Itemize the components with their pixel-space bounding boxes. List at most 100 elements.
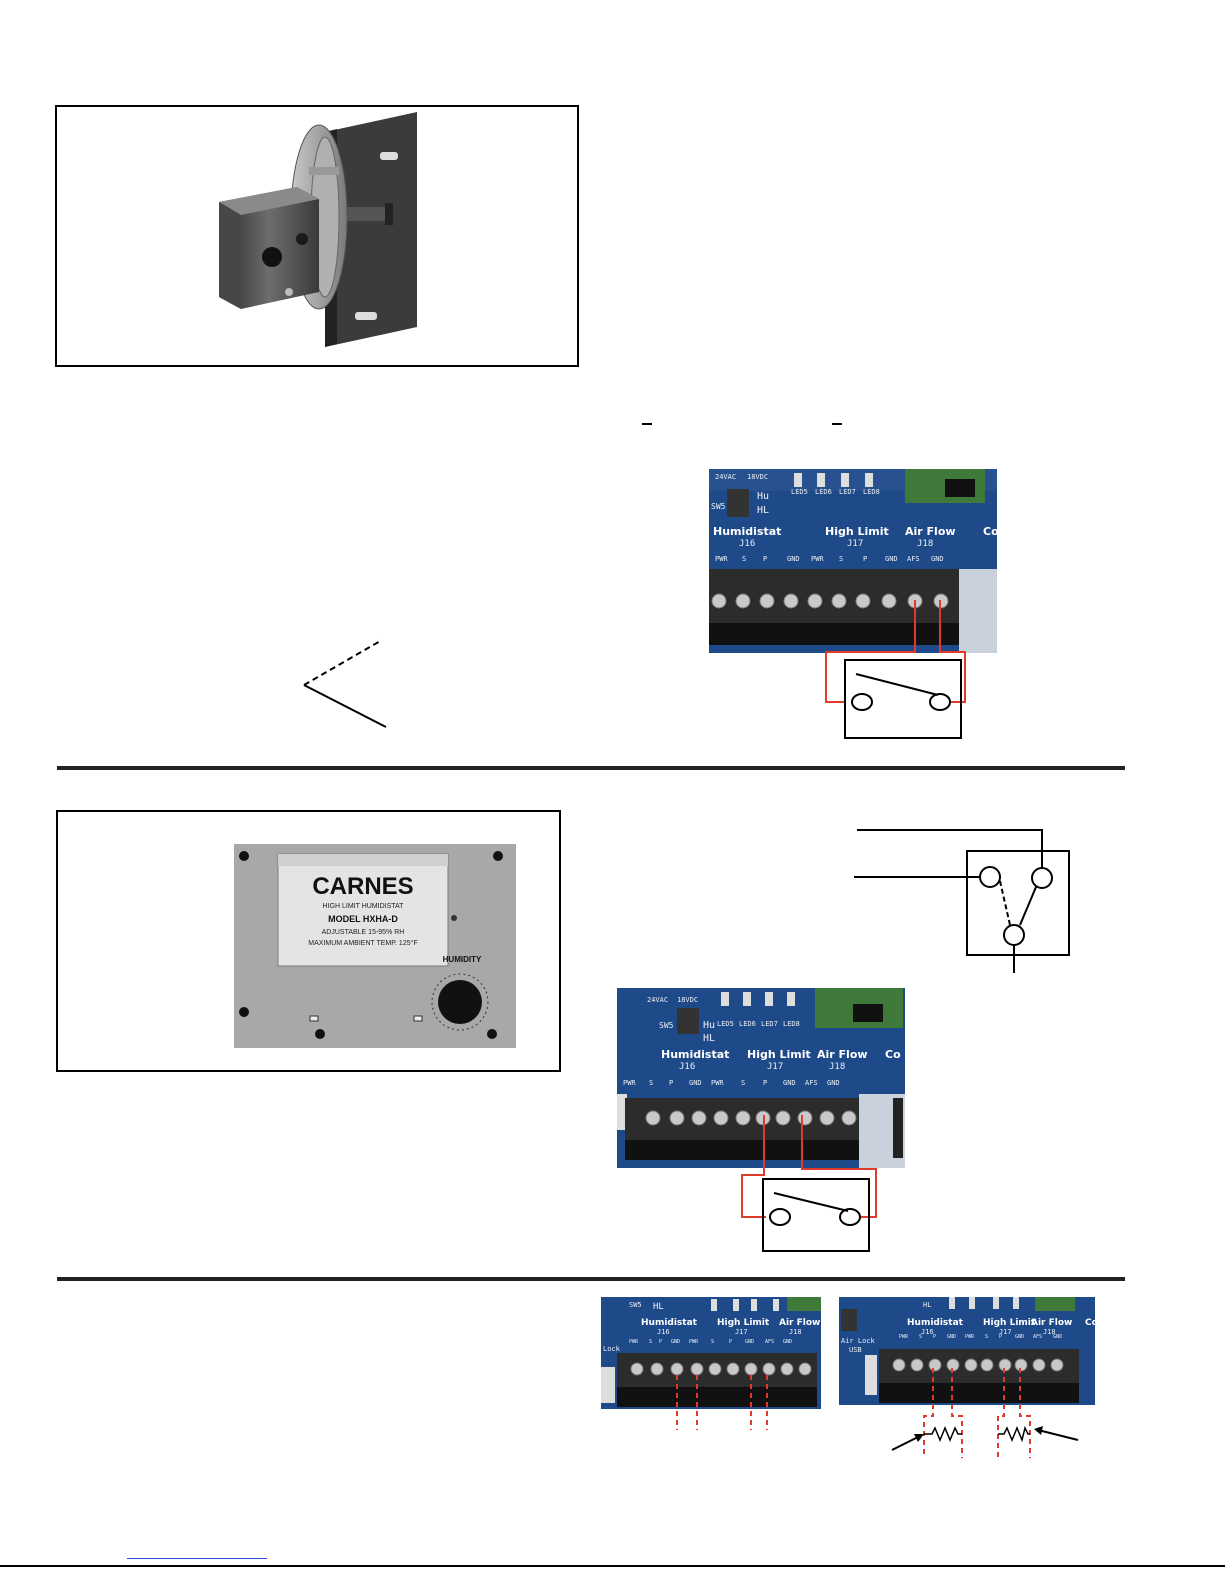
spdt-switch-diagram <box>854 829 1070 973</box>
svg-text:P: P <box>933 1334 936 1340</box>
svg-text:S: S <box>742 555 746 563</box>
svg-text:GND: GND <box>1015 1334 1024 1340</box>
svg-text:High Limit: High Limit <box>717 1318 770 1328</box>
svg-text:GND: GND <box>787 555 800 563</box>
svg-text:PWR: PWR <box>689 1339 699 1345</box>
svg-text:Hu: Hu <box>757 491 769 502</box>
svg-text:J17: J17 <box>999 1328 1012 1336</box>
control-board-airflow: 24VAC 18VDC SW5 Hu HL LED5 LED6 LED7 LED… <box>709 469 999 653</box>
svg-text:S: S <box>919 1334 922 1340</box>
svg-text:SW5: SW5 <box>659 1021 674 1030</box>
svg-text:AFS: AFS <box>765 1339 774 1345</box>
footer-link-underline[interactable] <box>127 1558 267 1559</box>
switch-action-symbol <box>303 639 387 728</box>
svg-text:PWR: PWR <box>711 1079 724 1087</box>
svg-text:GND: GND <box>671 1339 680 1345</box>
pressure-switch-icon <box>219 112 417 347</box>
svg-text:18VDC: 18VDC <box>677 996 698 1004</box>
svg-text:P: P <box>669 1079 673 1087</box>
svg-text:Humidistat: Humidistat <box>661 1048 729 1061</box>
svg-text:Lock: Lock <box>603 1345 621 1353</box>
svg-text:PWR: PWR <box>899 1334 909 1340</box>
svg-text:S: S <box>649 1339 652 1345</box>
highlimit-wiring-diagram <box>741 1115 877 1252</box>
svg-text:J18: J18 <box>1043 1328 1056 1336</box>
svg-text:LED5: LED5 <box>717 1020 734 1028</box>
section-divider <box>57 1277 1125 1281</box>
svg-text:LED8: LED8 <box>783 1020 800 1028</box>
svg-text:P: P <box>763 555 767 563</box>
svg-text:GND: GND <box>745 1339 754 1345</box>
svg-text:PWR: PWR <box>715 555 728 563</box>
svg-text:24VAC: 24VAC <box>715 473 736 481</box>
svg-text:LED7: LED7 <box>839 488 856 496</box>
svg-text:GND: GND <box>783 1339 792 1345</box>
svg-text:GND: GND <box>947 1334 956 1340</box>
svg-text:GND: GND <box>689 1079 702 1087</box>
svg-text:S: S <box>839 555 843 563</box>
jumper-dashed-lines <box>676 1375 768 1430</box>
svg-text:HL: HL <box>653 1302 664 1312</box>
svg-text:Co: Co <box>885 1048 901 1061</box>
svg-text:MAXIMUM AMBIENT TEMP. 125°F: MAXIMUM AMBIENT TEMP. 125°F <box>308 939 417 947</box>
svg-text:LED7: LED7 <box>761 1020 778 1028</box>
svg-text:PWR: PWR <box>629 1339 639 1345</box>
svg-text:AFS: AFS <box>805 1079 818 1087</box>
airflow-wiring-diagram <box>825 600 966 739</box>
svg-text:MODEL HXHA-D: MODEL HXHA-D <box>328 914 398 924</box>
svg-text:J16: J16 <box>679 1062 695 1072</box>
svg-text:J18: J18 <box>789 1328 802 1336</box>
airflow-switch-photo-frame <box>55 105 579 367</box>
svg-text:LED6: LED6 <box>815 488 832 496</box>
svg-text:P: P <box>659 1339 662 1345</box>
svg-text:AFS: AFS <box>1033 1334 1042 1340</box>
svg-text:Co: Co <box>1085 1318 1098 1328</box>
svg-text:Humidistat: Humidistat <box>907 1318 964 1328</box>
underscore-mark <box>832 423 842 425</box>
svg-text:AFS: AFS <box>907 555 920 563</box>
svg-text:Humidistat: Humidistat <box>713 525 781 538</box>
svg-text:PWR: PWR <box>623 1079 636 1087</box>
svg-text:S: S <box>741 1079 745 1087</box>
svg-text:J16: J16 <box>739 539 755 549</box>
svg-text:GND: GND <box>1053 1334 1062 1340</box>
svg-text:PWR: PWR <box>811 555 824 563</box>
svg-text:S: S <box>649 1079 653 1087</box>
svg-text:GND: GND <box>827 1079 840 1087</box>
svg-text:ADJUSTABLE 15-95% RH: ADJUSTABLE 15-95% RH <box>322 929 405 936</box>
svg-text:Air Flow: Air Flow <box>1031 1318 1072 1328</box>
control-board-jumpers: SW5 HL Humidistat J16 High Limit J17 Air… <box>601 1297 821 1409</box>
svg-text:LED6: LED6 <box>739 1020 756 1028</box>
svg-text:P: P <box>763 1079 767 1087</box>
footer-rule <box>0 1565 1225 1567</box>
svg-text:High Limit: High Limit <box>747 1048 811 1061</box>
svg-text:High Limit: High Limit <box>825 525 889 538</box>
svg-text:S: S <box>985 1334 988 1340</box>
svg-text:LED5: LED5 <box>791 488 808 496</box>
svg-text:Co: Co <box>983 525 999 538</box>
svg-text:SW5: SW5 <box>629 1301 642 1309</box>
svg-text:HIGH LIMIT HUMIDISTAT: HIGH LIMIT HUMIDISTAT <box>323 903 405 910</box>
svg-text:Air Flow: Air Flow <box>817 1048 868 1061</box>
svg-text:J17: J17 <box>735 1328 748 1336</box>
svg-text:USB: USB <box>849 1346 862 1354</box>
svg-text:High Limit: High Limit <box>983 1318 1036 1328</box>
svg-text:Humidistat: Humidistat <box>641 1318 698 1328</box>
svg-text:P: P <box>863 555 867 563</box>
svg-text:LED8: LED8 <box>863 488 880 496</box>
svg-text:SW5: SW5 <box>711 502 726 511</box>
svg-text:Hu: Hu <box>703 1020 715 1031</box>
svg-text:P: P <box>999 1334 1002 1340</box>
svg-text:HUMIDITY: HUMIDITY <box>443 955 482 964</box>
svg-text:GND: GND <box>931 555 944 563</box>
svg-text:J17: J17 <box>767 1062 783 1072</box>
svg-text:J18: J18 <box>829 1062 845 1072</box>
svg-text:GND: GND <box>885 555 898 563</box>
resistor-wiring-diagram <box>891 1368 1079 1458</box>
svg-text:Air Flow: Air Flow <box>905 525 956 538</box>
svg-text:18VDC: 18VDC <box>747 473 768 481</box>
svg-text:PWR: PWR <box>965 1334 975 1340</box>
svg-text:S: S <box>711 1339 714 1345</box>
control-board-resistors: HL Humidistat J16 High Limit J17 Air Flo… <box>839 1297 1098 1405</box>
svg-text:P: P <box>729 1339 732 1345</box>
